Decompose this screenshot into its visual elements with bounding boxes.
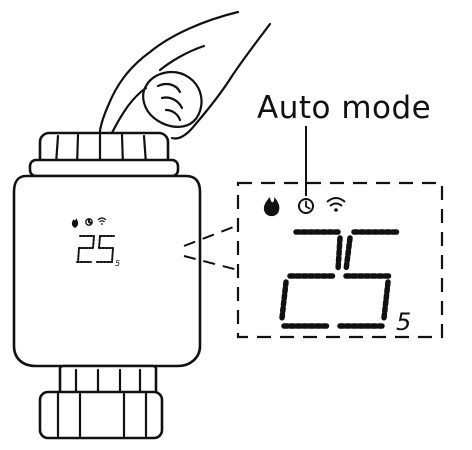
device-temperature-decimal: 5 (115, 259, 120, 268)
thermostat-body (12, 174, 202, 368)
flame-icon (71, 218, 79, 228)
zoomed-display: 5 (236, 181, 444, 339)
zoom-digit-5 (337, 229, 401, 329)
flame-icon (263, 197, 280, 217)
wifi-icon (97, 217, 107, 225)
device-temperature-digits (76, 235, 115, 263)
adjustment-knob (28, 131, 180, 178)
clock-icon (298, 198, 314, 214)
clock-icon (85, 218, 93, 226)
auto-mode-label: Auto mode (257, 90, 431, 126)
zoom-temperature-decimal: 5 (396, 308, 411, 336)
zoom-digit-2 (279, 229, 343, 329)
valve-connector (38, 364, 164, 440)
zoom-connector (183, 225, 239, 271)
device-display: 5 (71, 217, 120, 268)
hand-illustration (98, 10, 272, 152)
wifi-icon (326, 197, 346, 212)
